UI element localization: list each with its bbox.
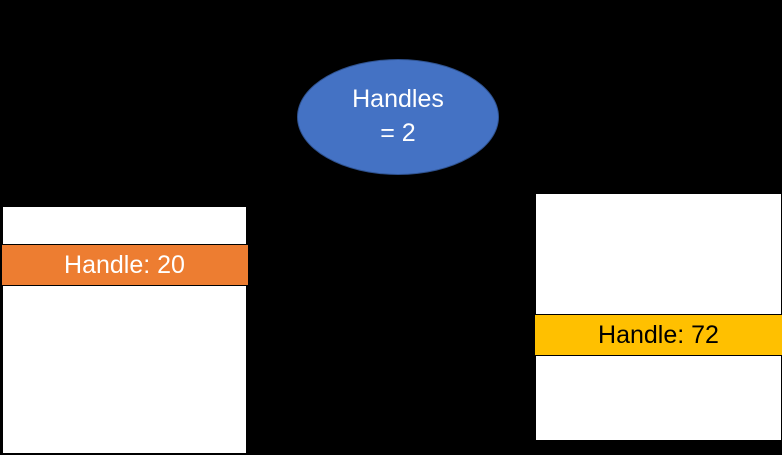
handle-72-row: Handle: 72: [534, 314, 782, 356]
right-memory-block: Handle: 72: [534, 193, 782, 441]
handle-72-label: Handle: 72: [598, 320, 719, 349]
handle-20-row: Handle: 20: [1, 244, 248, 286]
handle-20-label: Handle: 20: [64, 250, 185, 279]
handles-count-label: Handles: [352, 85, 444, 114]
left-memory-block: Handle: 20: [1, 206, 248, 454]
handles-count-ellipse: Handles = 2: [297, 59, 499, 175]
handles-count-value: = 2: [380, 119, 416, 147]
